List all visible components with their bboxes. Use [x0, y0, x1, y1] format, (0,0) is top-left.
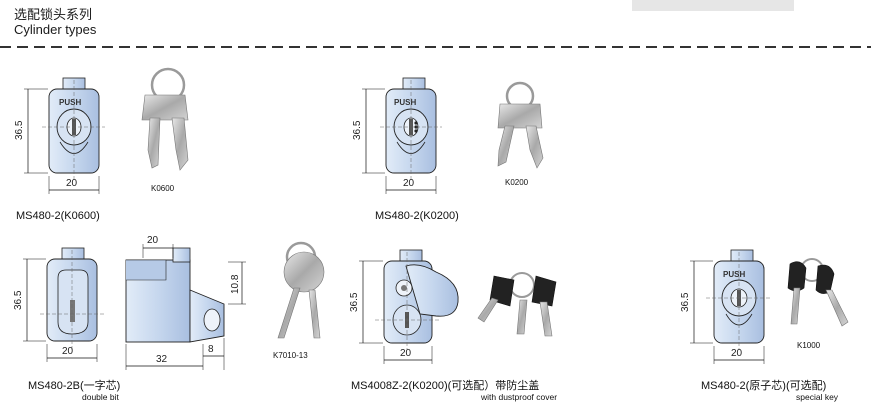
product-caption: MS480-2(原子芯)(可选配)	[701, 380, 827, 392]
dim-side-right-label: 8	[208, 344, 214, 355]
dim-width-label: 20	[403, 178, 415, 189]
key-code-label: K0200	[505, 178, 529, 187]
svg-text:PUSH: PUSH	[394, 98, 416, 107]
key-code-label: K1000	[797, 341, 821, 350]
dim-side-bottom-label: 32	[156, 354, 168, 365]
product-subcaption: with dustproof cover	[481, 392, 558, 402]
dim-width-label: 20	[731, 348, 743, 359]
dim-side-top-label: 20	[147, 235, 159, 246]
dim-width-label: 20	[400, 348, 412, 359]
svg-text:PUSH: PUSH	[59, 98, 81, 107]
product-caption: MS480-2B(一字芯)	[28, 380, 121, 392]
product-caption: MS4008Z-2(K0200)(可选配）带防尘盖	[351, 380, 540, 392]
product-subcaption: double bit	[82, 392, 119, 402]
dim-width-label: 20	[66, 178, 78, 189]
dim-width-label: 20	[62, 346, 74, 357]
product-caption: MS480-2(K0600)	[16, 210, 100, 222]
svg-text:PUSH: PUSH	[723, 270, 745, 279]
header-grey-bar	[632, 0, 794, 11]
product-caption: MS480-2(K0200)	[375, 210, 459, 222]
key-code-label: K0600	[151, 184, 175, 193]
section-title-en: Cylinder types	[14, 22, 97, 37]
product-subcaption: special key	[796, 392, 839, 402]
section-title-zh: 选配锁头系列	[14, 7, 93, 22]
key-code-label: K7010-13	[273, 351, 308, 360]
section-divider	[0, 46, 871, 48]
